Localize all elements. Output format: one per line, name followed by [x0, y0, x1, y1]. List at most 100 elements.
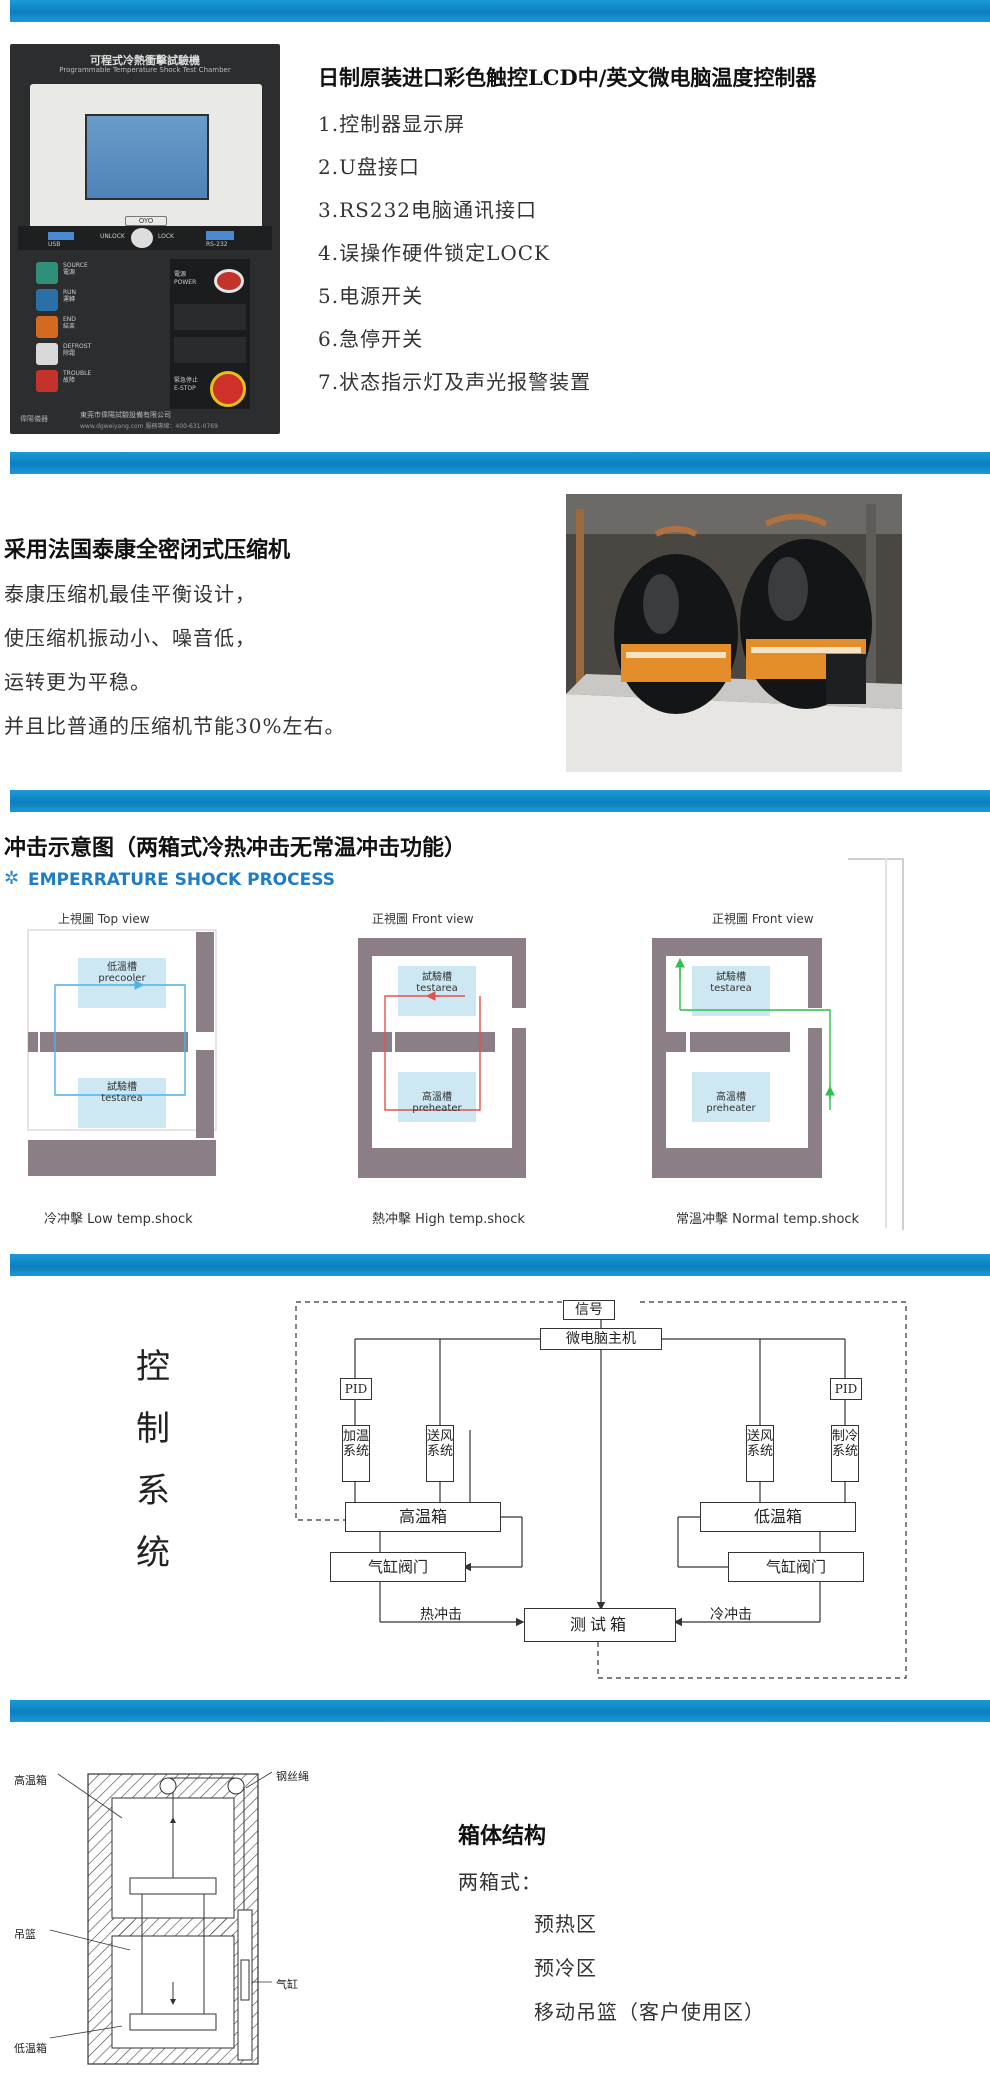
compressor-heading: 采用法国泰康全密闭式压缩机 — [4, 537, 291, 563]
lcd-brand: OYO — [125, 216, 167, 226]
shock-subheading: EMPERRATURE SHOCK PROCESS — [28, 870, 335, 890]
structure-zone: 预冷区 — [534, 1956, 597, 1980]
panel-subtitle: Programmable Temperature Shock Test Cham… — [59, 66, 231, 74]
shock-caption: 常溫冲擊 Normal temp.shock — [676, 1212, 860, 1227]
controller-feature-list: 1.控制器显示屏 2.U盘接口 3.RS232电脑通讯接口 4.误操作硬件锁定L… — [318, 108, 591, 409]
node-pid-right: PID — [830, 1378, 862, 1400]
indicator-defrost[interactable] — [36, 343, 58, 365]
control-system-side-label: 控 制 系 统 — [136, 1336, 170, 1584]
feature-item: 7.状态指示灯及声光报警装置 — [318, 370, 592, 394]
compressor-photo — [566, 494, 902, 772]
control-system-diagram — [295, 1301, 907, 1679]
usb-label: USB — [48, 241, 61, 248]
node-pid-left: PID — [340, 1378, 372, 1400]
compressor-line: 使压缩机振动小、噪音低， — [4, 626, 256, 650]
feature-item: 6.急停开关 — [318, 327, 424, 351]
side-char: 制 — [136, 1409, 170, 1449]
front-view-normal-diagram — [652, 938, 835, 1178]
node-valve-right: 气缸阀门 — [728, 1552, 864, 1582]
node-cooling-system: 制冷系统 — [831, 1425, 859, 1482]
unlock-label: UNLOCK — [100, 233, 125, 240]
controller-panel-photo: 可程式冷熱衝擊試驗機 Programmable Temperature Shoc… — [10, 44, 280, 434]
company-line: www.dgweiyang.com 服務專線：400-631-0769 — [80, 423, 218, 430]
feature-item: 1.控制器显示屏 — [318, 112, 466, 136]
front-view-hot-diagram — [358, 938, 526, 1178]
section-band — [0, 0, 990, 22]
indicator-run[interactable] — [36, 289, 58, 311]
indicator-trouble[interactable] — [36, 370, 58, 392]
side-char: 系 — [136, 1471, 170, 1511]
node-main-computer: 微电脑主机 — [540, 1328, 662, 1350]
power-switch[interactable] — [214, 269, 244, 293]
rs232-label: RS-232 — [206, 241, 228, 248]
controller-heading: 日制原装进口彩色触控LCD中/英文微电脑温度控制器 — [318, 65, 817, 90]
indicator-source[interactable] — [36, 262, 58, 284]
feature-item: 4.误操作硬件锁定LOCK — [318, 241, 551, 265]
lcd-screen[interactable] — [85, 114, 209, 200]
indicator-end[interactable] — [36, 316, 58, 338]
feature-item: 5.电源开关 — [318, 284, 424, 308]
feature-item: 3.RS232电脑通讯接口 — [318, 198, 538, 222]
lock-label: LOCK — [158, 233, 174, 240]
side-char: 控 — [136, 1347, 170, 1387]
struct-label-cylinder: 气缸 — [276, 1978, 298, 1991]
estop-button[interactable] — [210, 371, 246, 407]
lock-key-icon[interactable] — [131, 228, 153, 248]
shock-caption: 熱冲擊 High temp.shock — [372, 1212, 525, 1227]
compressor-line: 并且比普通的压缩机节能30%左右。 — [4, 714, 346, 738]
struct-label-low: 低温箱 — [14, 2042, 47, 2055]
logo: 偉陽儀器 — [20, 415, 48, 423]
structure-zone: 预热区 — [534, 1912, 597, 1936]
usb-port[interactable] — [48, 232, 74, 240]
shock-process-diagram — [27, 929, 835, 1178]
structure-type: 两箱式： — [458, 1870, 542, 1894]
node-valve-left: 气缸阀门 — [330, 1552, 466, 1582]
struct-label-basket: 吊篮 — [14, 1928, 36, 1941]
node-heating-system: 加温系统 — [342, 1425, 370, 1482]
node-test-box: 测试箱 — [524, 1608, 676, 1642]
node-signal: 信号 — [563, 1300, 615, 1320]
shock-bracket-right — [885, 858, 899, 1228]
compressor-line: 运转更为平稳。 — [4, 670, 151, 694]
node-fan-left: 送风系统 — [426, 1425, 454, 1482]
company-line: 東莞市偉陽試驗設備有限公司 — [80, 411, 171, 419]
feature-item: 2.U盘接口 — [318, 155, 420, 179]
rs232-port[interactable] — [206, 231, 234, 240]
top-view-diagram — [27, 929, 217, 1176]
node-fan-right: 送风系统 — [746, 1425, 774, 1482]
lcd-bezel: OYO — [30, 84, 262, 239]
compressor-line: 泰康压缩机最佳平衡设计， — [4, 582, 256, 606]
view-title: 正視圖 Front view — [372, 912, 474, 926]
section-band — [0, 1254, 990, 1276]
shock-bracket — [848, 858, 904, 1230]
panel-title: 可程式冷熱衝擊試驗機 — [90, 54, 200, 67]
blank-plate — [174, 337, 246, 363]
section-band — [0, 790, 990, 812]
struct-label-rope: 钢丝绳 — [276, 1770, 309, 1783]
port-strip: USB UNLOCK LOCK RS-232 — [18, 226, 272, 250]
view-title: 正視圖 Front view — [712, 912, 814, 926]
label-hot-shock: 热冲击 — [420, 1607, 462, 1623]
node-low-temp-box: 低温箱 — [700, 1502, 856, 1532]
view-title: 上視圖 Top view — [58, 912, 150, 926]
shock-caption: 冷冲擊 Low temp.shock — [44, 1212, 193, 1227]
blank-plate — [174, 304, 246, 330]
structure-zone: 移动吊篮（客户使用区） — [534, 2000, 765, 2024]
compressor-illustration — [566, 494, 902, 772]
label-cold-shock: 冷冲击 — [710, 1607, 752, 1623]
